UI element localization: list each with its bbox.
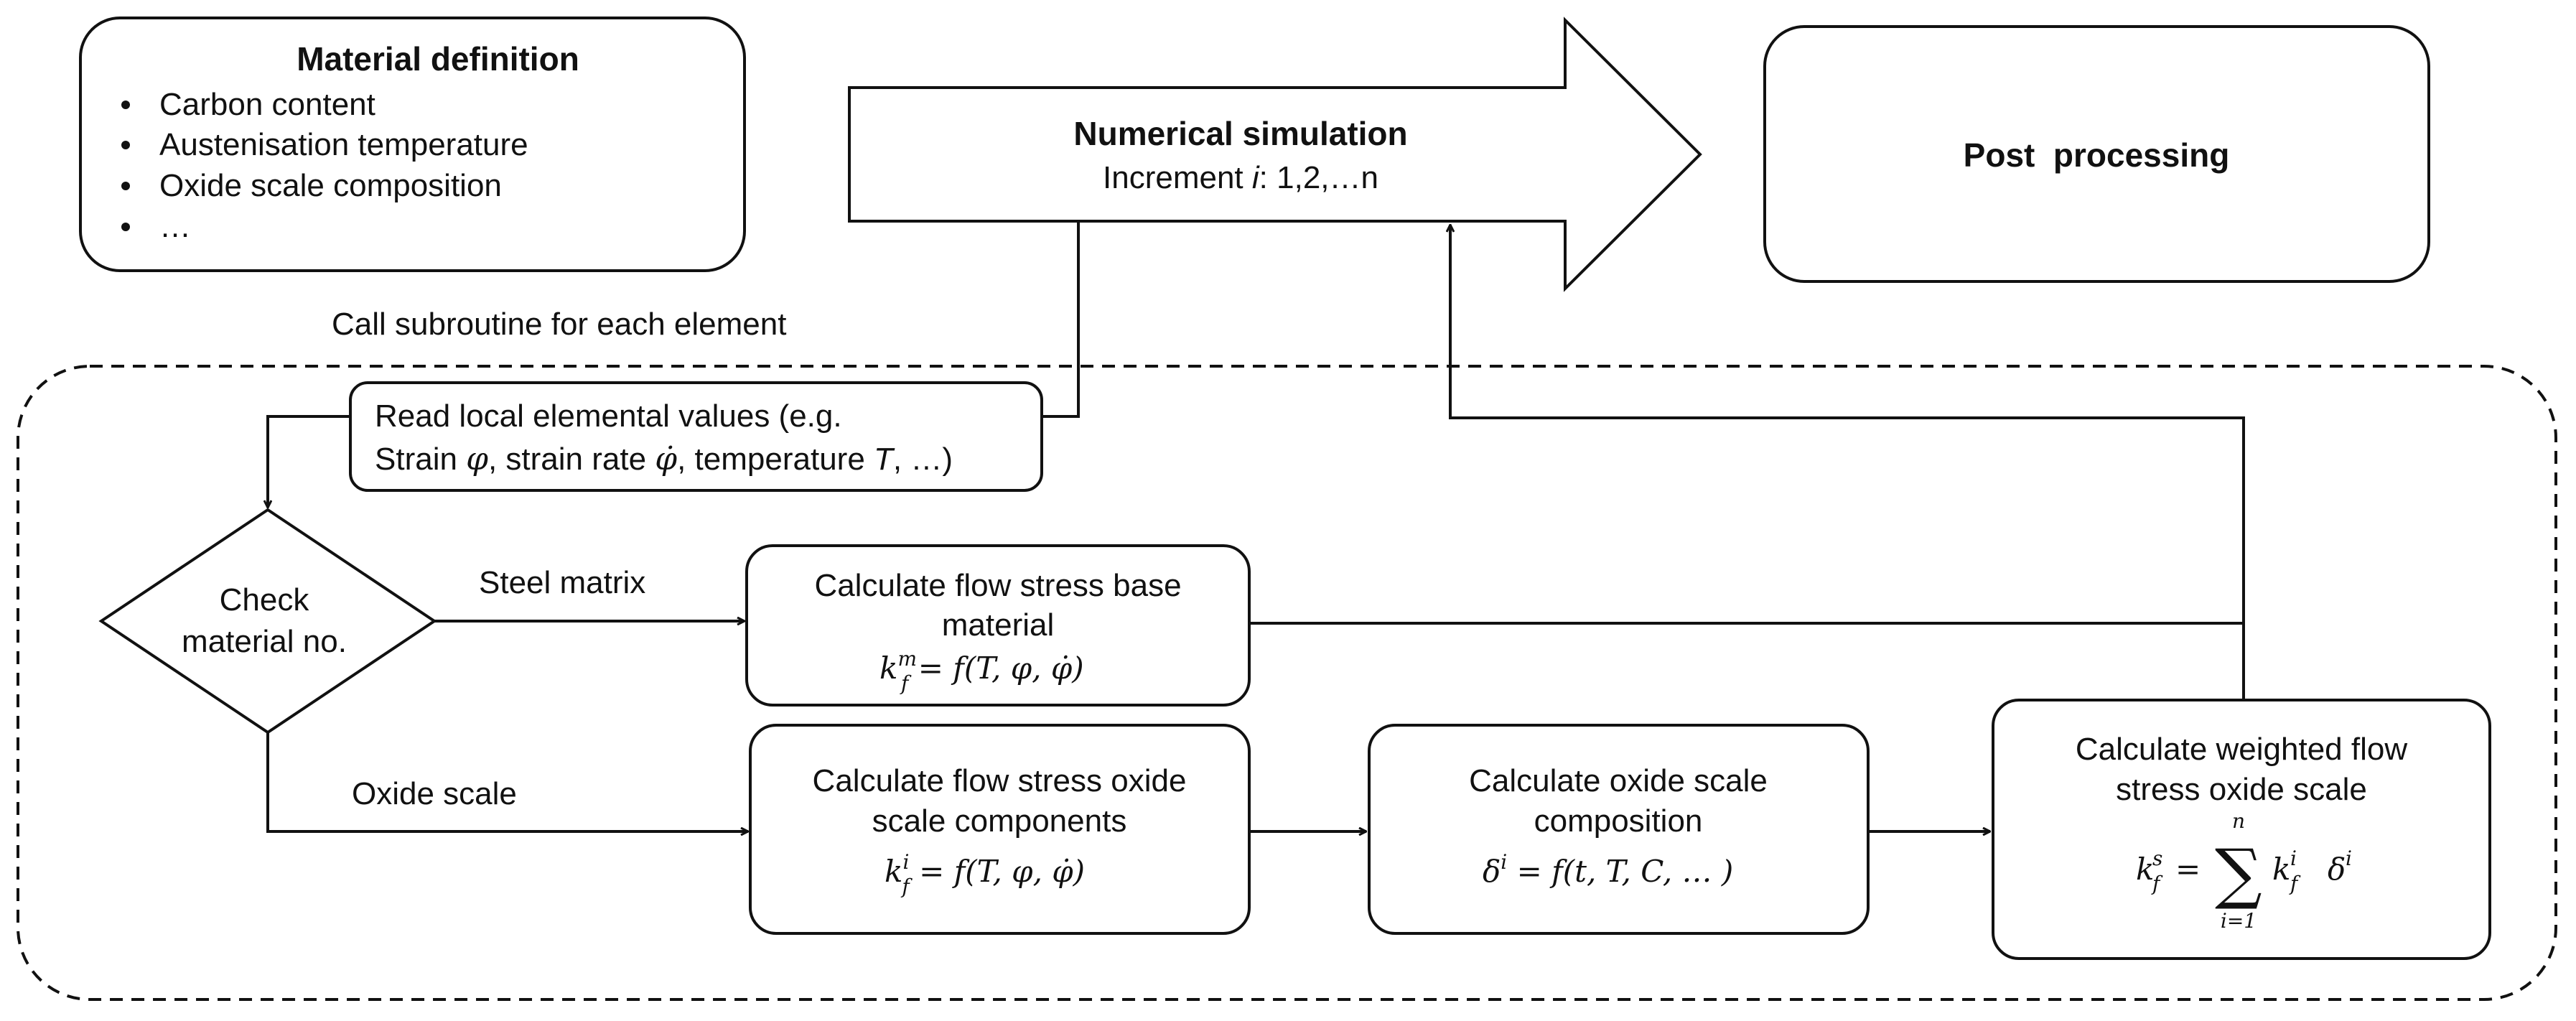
formula-eq: = [2175, 852, 2201, 887]
flow-stress-oxide-line1: Calculate flow stress oxide [813, 763, 1187, 798]
connector-weighted-to-simulation [1450, 225, 2245, 700]
connector-oxide-scale [266, 732, 748, 831]
formula-term-sup: i [2290, 847, 2297, 870]
oxide-composition-line1: Calculate oxide scale [1469, 763, 1768, 798]
flow-stress-base-line2: material [942, 607, 1055, 643]
material-item-carbon: Carbon content [159, 87, 375, 122]
subroutine-region [17, 365, 2557, 1001]
formula-lhs-sup: s [2152, 847, 2162, 870]
weighted-flow-line1: Calculate weighted flow [2076, 732, 2407, 767]
check-material-line1: Check [220, 582, 310, 617]
flow-stress-oxide-box: Calculate flow stress oxide scale compon… [749, 724, 1251, 935]
formula-delta-sup: i [2346, 847, 2352, 870]
numerical-simulation-arrow: Numerical simulation Increment i: 1,2,…n [848, 17, 1702, 292]
bullet-icon [121, 182, 130, 190]
flow-stress-base-line1: Calculate flow stress base [814, 568, 1181, 603]
bullet-icon [121, 101, 130, 109]
formula-sum-bottom: i=1 [2221, 909, 2257, 933]
increment-label: Increment i: 1,2,…n [1103, 160, 1378, 195]
oxide-scale-label: Oxide scale [352, 776, 517, 811]
call-subroutine-label: Call subroutine for each element [332, 307, 786, 342]
formula-lhs-var: k [2136, 852, 2154, 887]
read-values-box: Read local elemental values (e.g. Strain… [349, 381, 1043, 492]
oxide-composition-box: Calculate oxide scale composition δi = f… [1368, 724, 1870, 935]
post-processing-box: Post processing [1763, 25, 2430, 283]
material-item-more: … [159, 209, 191, 244]
numerical-simulation-title: Numerical simulation [1073, 115, 1407, 152]
oxide-composition-line2: composition [1534, 803, 1703, 839]
formula-delta: δ [2328, 852, 2346, 887]
material-definition-box: Material definition Carbon content Auste… [79, 17, 746, 272]
formula-sum-top: n [2232, 809, 2245, 833]
formula-sum: ∑ [2215, 835, 2262, 912]
read-values-line1: Read local elemental values (e.g. [375, 398, 842, 434]
steel-matrix-label: Steel matrix [479, 565, 645, 600]
material-definition-title: Material definition [297, 40, 579, 78]
weighted-flow-box: Calculate weighted flow stress oxide sca… [1992, 699, 2491, 960]
formula-term-var: k [2272, 852, 2290, 887]
connector-read-to-check [268, 415, 350, 508]
check-material-line2: material no. [182, 624, 347, 659]
material-item-oxide: Oxide scale composition [159, 168, 502, 203]
bullet-icon [121, 223, 130, 231]
flow-stress-oxide-line2: scale components [872, 803, 1127, 839]
post-processing-label: Post processing [1964, 136, 2230, 174]
weighted-flow-line2: stress oxide scale [2116, 772, 2367, 807]
connector-simulation-to-read [1034, 223, 1080, 418]
bullet-icon [121, 141, 130, 149]
check-material-diamond: Check material no. [98, 508, 437, 735]
oxide-composition-formula: δi = f(t, T, C, … ) [1483, 850, 1733, 889]
read-values-line2: Strain φ, strain rate φ̇, temperature T,… [375, 441, 953, 477]
material-item-austenisation: Austenisation temperature [159, 127, 528, 162]
